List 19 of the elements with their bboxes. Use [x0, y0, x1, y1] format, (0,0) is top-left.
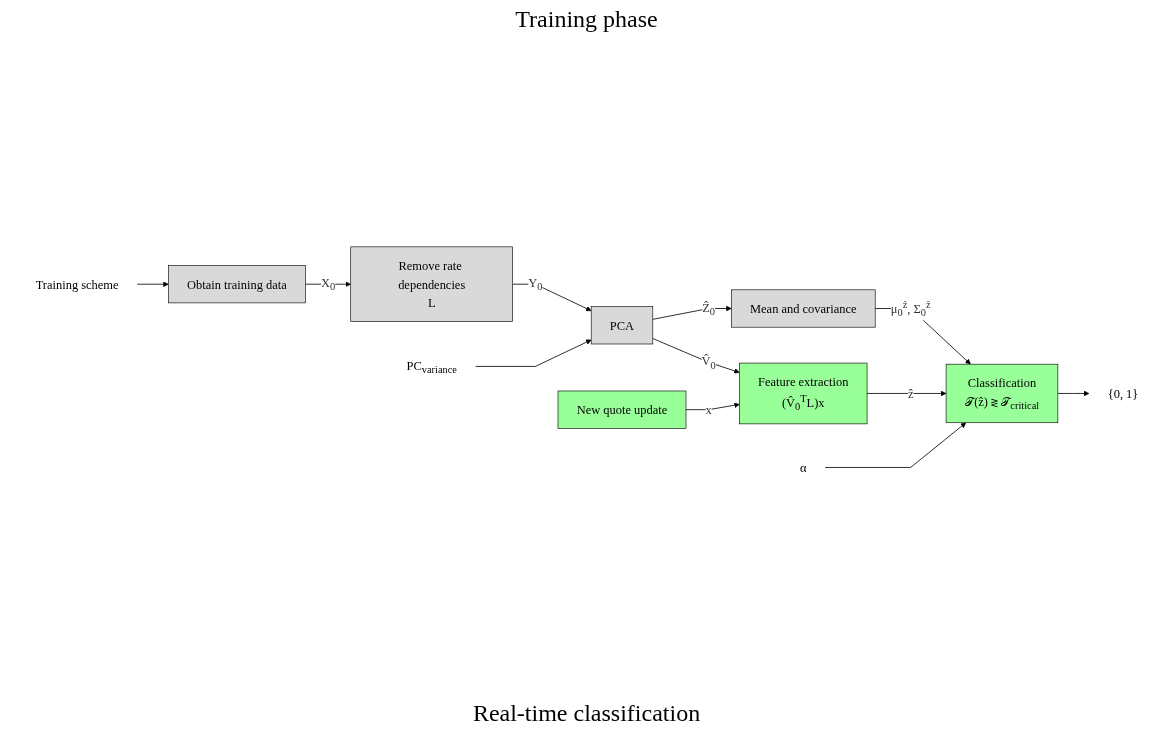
edge-label: ẑ [907, 386, 913, 401]
edge-label: Ẑ$_{0}$ [701, 300, 715, 318]
node-box: Feature extraction (V̂$_{0}$$^{T}$L)x [738, 362, 867, 425]
edge-label: Y$_{0}$ [527, 276, 542, 293]
bracket-caption: Real-time classification [472, 700, 701, 727]
node-text: α [799, 460, 807, 475]
node-text: {0, 1} [1107, 386, 1138, 401]
node-text: Training scheme [35, 277, 119, 292]
node-box: New quote update [557, 390, 686, 429]
node-text: PC$_{variance}$ [406, 358, 457, 376]
edge-label: X$_{0}$ [320, 276, 335, 293]
node-box: Mean and covariance [730, 289, 875, 328]
node-box: Classification 𝒯(ẑ) ≷ 𝒯$_{critical}$ [945, 363, 1058, 424]
node-box: Obtain training data [167, 265, 306, 304]
node-box: Remove rate dependencies L [349, 246, 513, 322]
edge-label: V̂$_{0}$ [701, 354, 716, 372]
node-box: PCA [590, 306, 653, 345]
bracket-caption: Training phase [515, 6, 658, 33]
edge-label: x [705, 402, 712, 417]
